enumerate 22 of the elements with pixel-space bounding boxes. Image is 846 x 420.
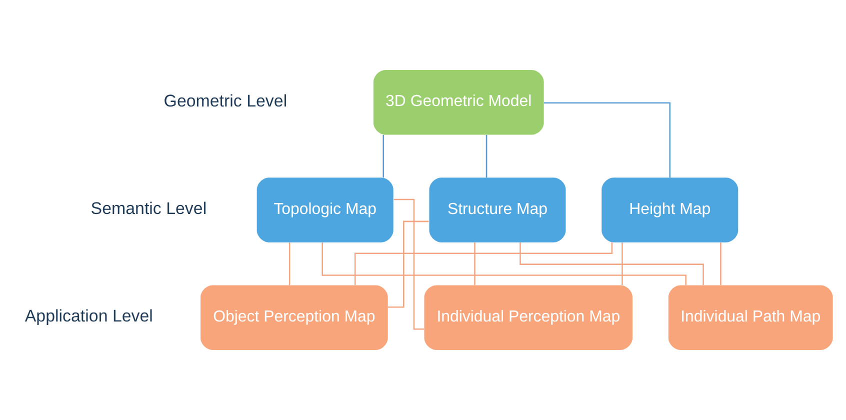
label: Geometric Level <box>164 91 288 110</box>
node-box: Height Map <box>602 178 738 242</box>
connector <box>486 134 488 178</box>
connector <box>520 242 704 286</box>
node-box: Object Perception Map <box>200 285 388 350</box>
node-box: Individual Path Map <box>668 285 833 350</box>
label: Application Level <box>24 306 153 326</box>
node-box: Structure Map <box>429 178 566 242</box>
node-box: Topologic Map <box>256 178 394 242</box>
connector <box>720 242 722 286</box>
label: Semantic Level <box>90 199 207 218</box>
node-box: 3D Geometric Model <box>373 70 544 135</box>
connector <box>288 242 290 286</box>
connector <box>622 242 623 286</box>
connector <box>354 242 613 286</box>
connector <box>322 242 686 286</box>
connector <box>394 198 424 330</box>
connector <box>474 242 476 286</box>
node-box: Individual Perception Map <box>424 285 633 350</box>
connector <box>382 134 384 178</box>
connector <box>544 102 671 178</box>
connector <box>388 220 429 308</box>
